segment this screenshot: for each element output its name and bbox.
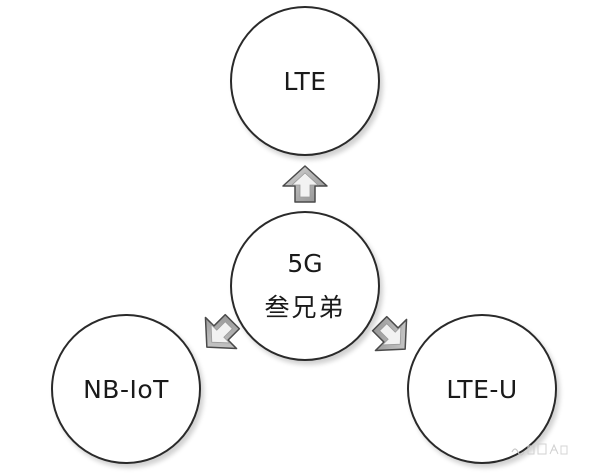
node-lte-u: LTE-U — [407, 314, 557, 464]
node-lte-label: LTE — [283, 66, 327, 96]
node-center-title: 5G — [287, 248, 323, 278]
node-nb-iot-label: NB-IoT — [83, 374, 169, 404]
arrow-up-icon — [282, 165, 328, 203]
node-5g-center: 5G 叁兄弟 — [230, 211, 380, 361]
arrow-down-left-icon — [204, 313, 241, 350]
node-center-subtitle: 叁兄弟 — [264, 292, 346, 322]
node-lte: LTE — [230, 6, 380, 156]
node-nb-iot: NB-IoT — [51, 314, 201, 464]
arrow-down-right-icon — [371, 315, 408, 352]
node-lte-u-label: LTE-U — [446, 374, 518, 404]
watermark-logo — [511, 443, 568, 456]
